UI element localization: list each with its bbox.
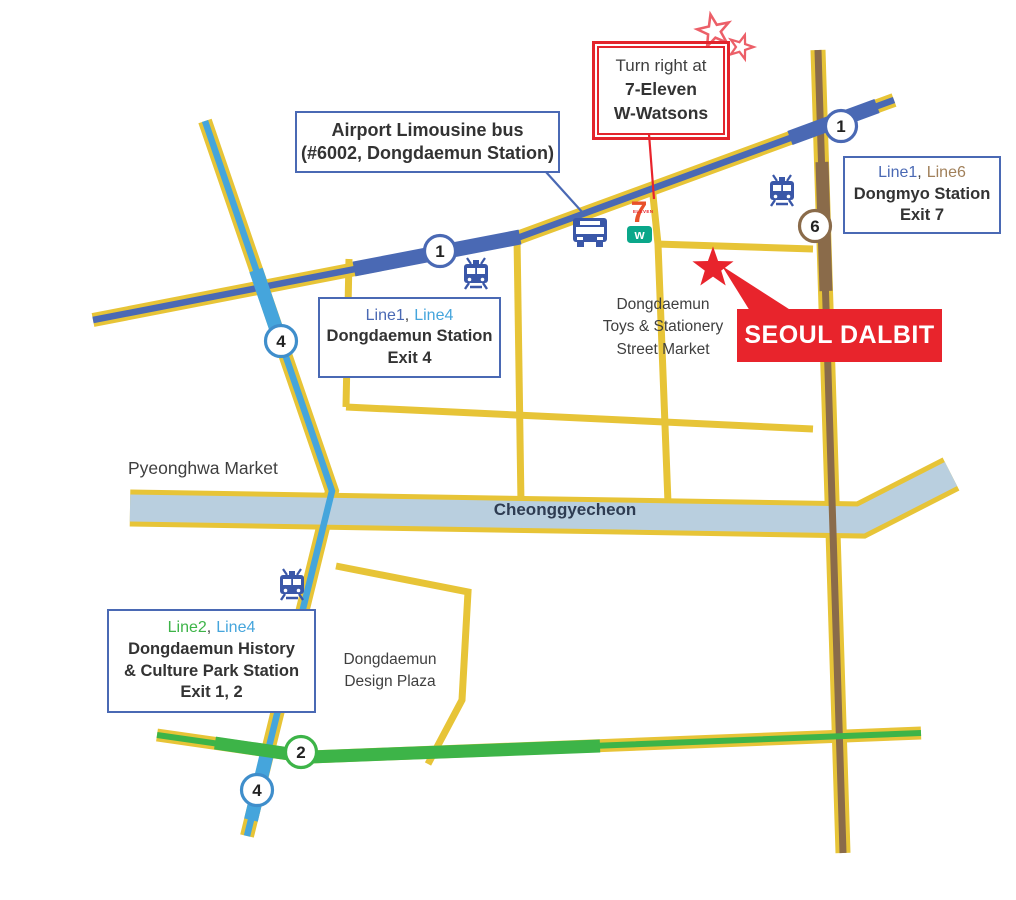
toys-market-line2: Toys & Stationery — [602, 318, 724, 336]
toys-market-line1: Dongdaemun — [616, 296, 710, 313]
history-park-name-line1: Dongdaemun History — [128, 640, 295, 659]
svg-text:1: 1 — [435, 242, 444, 261]
line-badges: 1 1 4 6 2 4 — [239, 108, 859, 808]
seven-eleven-7: 7 — [631, 196, 648, 229]
line6-label: Line6 — [926, 164, 966, 182]
train-icon — [278, 567, 306, 602]
toys-market-label: Dongdaemun Toys & Stationery Street Mark… — [588, 294, 738, 361]
road-minor-2 — [345, 403, 814, 433]
line2-station-segment — [214, 736, 601, 764]
comma: , — [917, 164, 922, 182]
svg-text:4: 4 — [276, 332, 286, 351]
history-park-lines: Line2,Line4 — [109, 618, 314, 639]
bus-box-pointer-line — [545, 171, 584, 214]
train-icon — [462, 256, 490, 291]
comma: , — [206, 619, 212, 637]
cheonggyecheon-label: Cheonggyecheon — [493, 500, 637, 519]
badge-line1-east: 1 — [823, 108, 859, 144]
stream — [129, 457, 960, 539]
seven-eleven-icon: 7 ELEVEN — [631, 196, 653, 229]
pyeonghwa-market-label: Pyeonghwa Market — [128, 458, 278, 478]
dongdaemun-lines: Line1,Line4 — [320, 306, 499, 327]
svg-text:1: 1 — [836, 117, 845, 136]
banner-pointer — [722, 266, 792, 311]
road-minor-3 — [513, 236, 525, 505]
seven-eleven-eleven: ELEVEN — [633, 209, 653, 214]
decorative-star-icon — [693, 9, 734, 50]
watsons-w: w — [633, 227, 645, 242]
road-minor-5 — [655, 240, 814, 253]
svg-text:6: 6 — [810, 217, 819, 236]
ddp-line1: Dongdaemun — [343, 651, 437, 668]
airport-limousine-box: Airport Limousine bus (#6002, Dongdaemun… — [295, 111, 560, 173]
history-park-exit: Exit 1, 2 — [180, 683, 243, 702]
callout-pointer-line — [647, 133, 656, 200]
ddp-line2: Design Plaza — [344, 673, 436, 691]
dongdaemun-name: Dongdaemun Station — [326, 327, 493, 346]
station-box-dongmyo: Line1,Line6 Dongmyo Station Exit 7 — [843, 156, 1001, 234]
svg-text:2: 2 — [296, 743, 305, 762]
callout-store-7eleven: 7-Eleven — [625, 79, 697, 100]
dongmyo-lines: Line1,Line6 — [845, 163, 999, 184]
line4-label: Line4 — [216, 619, 256, 637]
stream-water — [129, 461, 958, 534]
dongdaemun-exit: Exit 4 — [387, 348, 432, 367]
line1-label: Line1 — [365, 306, 405, 324]
dongmyo-exit: Exit 7 — [899, 206, 945, 225]
road-ddp-outline — [335, 562, 472, 766]
bus-box-line1: Airport Limousine bus — [331, 119, 524, 140]
line1-label: Line1 — [878, 164, 918, 182]
line2-label: Line2 — [167, 619, 207, 637]
callout-intro: Turn right at — [615, 56, 707, 76]
station-box-dongdaemun: Line1,Line4 Dongdaemun Station Exit 4 — [318, 297, 501, 378]
turn-right-callout: Turn right at 7-Eleven W-Watsons — [592, 41, 730, 140]
dongmyo-name: Dongmyo Station — [853, 184, 991, 203]
destination-star-icon — [692, 246, 734, 286]
destination-banner: SEOUL DALBIT — [737, 309, 942, 362]
badge-line2: 2 — [283, 734, 319, 770]
badge-line4-south: 4 — [239, 772, 275, 808]
train-icon — [768, 173, 796, 208]
line4-route — [201, 119, 336, 837]
svg-text:4: 4 — [252, 781, 262, 800]
history-park-name-line2: & Culture Park Station — [123, 661, 300, 680]
line4-label: Line4 — [414, 306, 454, 324]
toys-market-line3: Street Market — [616, 340, 710, 358]
bus-icon — [573, 218, 607, 247]
comma: , — [404, 306, 410, 324]
callout-store-watsons: W-Watsons — [613, 102, 709, 123]
decorative-star-icon — [725, 30, 758, 62]
ddp-label: Dongdaemun Design Plaza — [328, 649, 452, 694]
badge-line6: 6 — [797, 208, 833, 244]
bus-box-line2: (#6002, Dongdaemun Station) — [300, 143, 555, 163]
station-box-history-park: Line2,Line4 Dongdaemun History & Culture… — [107, 609, 316, 713]
watsons-icon: w — [627, 226, 652, 243]
badge-line1-west: 1 — [422, 233, 458, 269]
badge-line4-north: 4 — [263, 323, 299, 359]
